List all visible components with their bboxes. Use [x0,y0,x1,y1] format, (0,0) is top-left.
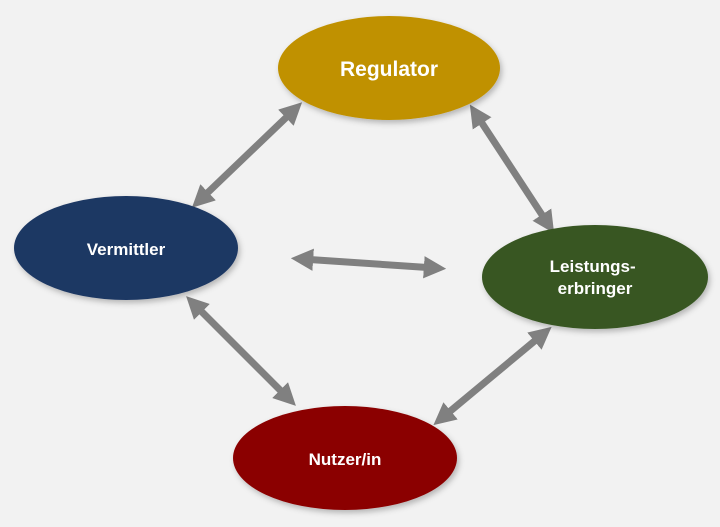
node-leistungserbringer-label: Leistungs- erbringer [550,257,641,298]
node-vermittler-label: Vermittler [87,240,166,259]
node-regulator-label: Regulator [340,58,438,81]
node-vermittler: Vermittler [14,196,238,300]
node-leistungserbringer-line-1: Leistungs- [550,257,636,276]
node-leistungserbringer: Leistungs- erbringer [482,225,708,329]
arrow-vermittler-regulator [191,102,303,208]
node-leistungserbringer-shape [482,225,708,329]
arrow-vermittler-leistungserbringer [290,248,447,279]
node-nutzer-label: Nutzer/in [309,450,382,469]
node-leistungserbringer-line-2: erbringer [558,279,633,298]
arrow-nutzer-leistungserbringer [433,326,552,426]
node-regulator: Regulator [278,16,500,120]
node-vermittler-shape [14,196,238,300]
node-nutzer: Nutzer/in [233,406,457,510]
arrow-vermittler-nutzer [186,296,296,406]
node-nutzer-shape [233,406,457,510]
node-regulator-shape [278,16,500,120]
arrow-regulator-leistungserbringer [469,104,555,234]
